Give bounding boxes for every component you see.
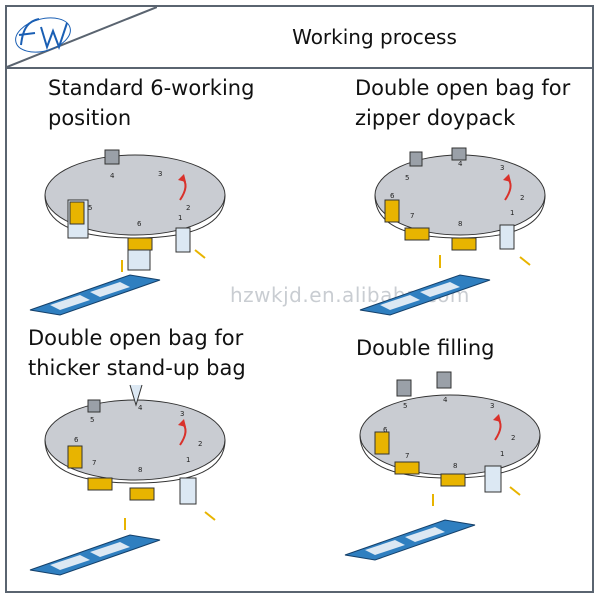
station-number: 2 bbox=[511, 434, 515, 442]
bag-station bbox=[179, 477, 197, 505]
station-number: 3 bbox=[180, 410, 184, 418]
gripper-block bbox=[451, 237, 477, 251]
station-number: 5 bbox=[90, 416, 94, 424]
station-number: 1 bbox=[510, 209, 514, 217]
bag-station bbox=[499, 224, 515, 250]
gripper-block bbox=[384, 199, 400, 223]
station-number: 2 bbox=[520, 194, 524, 202]
bag-station bbox=[127, 249, 151, 271]
discharge-conveyor bbox=[344, 519, 476, 561]
station-number: 7 bbox=[405, 452, 409, 460]
panel3-machine-diagram: 4 3 5 6 7 8 1 2 bbox=[29, 384, 226, 576]
gripper-block bbox=[67, 445, 83, 469]
bag-station bbox=[484, 465, 502, 493]
panel1-title: Standard 6-working position bbox=[48, 73, 254, 133]
gripper-block bbox=[127, 237, 153, 251]
station-number: 5 bbox=[403, 402, 407, 410]
bag-opener bbox=[129, 384, 143, 407]
station-number: 4 bbox=[443, 396, 448, 404]
station-number: 5 bbox=[88, 204, 92, 212]
feeder-hopper bbox=[451, 147, 467, 161]
panel4-title: Double filling bbox=[356, 333, 494, 363]
discharge-conveyor bbox=[29, 274, 161, 316]
feeder-hopper bbox=[409, 151, 423, 167]
feeder-hopper bbox=[436, 371, 452, 389]
panel3-title: Double open bag for thicker stand-up bag bbox=[28, 323, 246, 383]
gripper-block bbox=[404, 227, 430, 241]
station-number: 8 bbox=[138, 466, 142, 474]
station-number: 4 bbox=[458, 160, 463, 168]
gripper-block bbox=[440, 473, 466, 487]
station-number: 7 bbox=[410, 212, 414, 220]
station-number: 8 bbox=[458, 220, 462, 228]
feeder-hopper bbox=[87, 399, 101, 413]
in-arrow-icon bbox=[519, 256, 531, 266]
station-number: 1 bbox=[500, 450, 504, 458]
station-number: 6 bbox=[383, 426, 388, 434]
panel3-title-line2: thicker stand-up bag bbox=[28, 356, 246, 380]
feeder-hopper bbox=[104, 149, 120, 165]
station-number: 2 bbox=[186, 204, 190, 212]
station-number: 4 bbox=[138, 404, 143, 412]
panel4-machine-diagram: 4 3 5 6 7 8 1 2 bbox=[344, 371, 541, 561]
station-number: 3 bbox=[500, 164, 504, 172]
station-numbers: 4 3 5 6 7 8 1 2 bbox=[390, 160, 524, 228]
panel2-machine-diagram: 4 3 5 6 7 8 1 2 bbox=[359, 147, 546, 316]
panel2-title-line2: zipper doypack bbox=[355, 106, 516, 130]
station-number: 1 bbox=[178, 214, 182, 222]
gripper-block bbox=[87, 477, 113, 491]
turntable bbox=[374, 154, 546, 239]
gripper-block bbox=[69, 201, 85, 225]
page-title: Working process bbox=[292, 25, 457, 49]
gripper-block bbox=[394, 461, 420, 475]
station-number: 8 bbox=[453, 462, 457, 470]
in-arrow-icon bbox=[509, 486, 521, 496]
station-number: 7 bbox=[92, 459, 96, 467]
discharge-conveyor bbox=[359, 274, 491, 316]
panel3-title-line1: Double open bag for bbox=[28, 326, 244, 350]
station-number: 3 bbox=[158, 170, 162, 178]
station-number: 3 bbox=[490, 402, 494, 410]
station-number: 6 bbox=[74, 436, 79, 444]
station-number: 6 bbox=[390, 192, 395, 200]
feeder-hopper bbox=[396, 379, 412, 397]
station-numbers: 4 3 5 6 7 8 1 2 bbox=[74, 404, 202, 474]
station-number: 1 bbox=[186, 456, 190, 464]
header-bar: Working process bbox=[7, 7, 592, 69]
discharge-conveyor bbox=[29, 534, 161, 576]
station-number: 5 bbox=[405, 174, 409, 182]
panel1-machine-diagram: 4 3 5 6 1 2 bbox=[29, 149, 226, 316]
in-arrow-icon bbox=[204, 511, 216, 521]
gripper-block bbox=[374, 431, 390, 455]
panel4-title-line1: Double filling bbox=[356, 336, 495, 360]
station-numbers: 4 3 5 6 7 8 1 2 bbox=[383, 396, 515, 470]
station-number: 4 bbox=[110, 172, 115, 180]
panel1-title-line1: Standard 6-working bbox=[48, 76, 255, 100]
gripper-block bbox=[129, 487, 155, 501]
panel2-title-line1: Double open bag for bbox=[355, 76, 571, 100]
panel2-title: Double open bag for zipper doypack bbox=[355, 73, 570, 133]
company-logo bbox=[7, 7, 157, 67]
station-number: 6 bbox=[137, 220, 142, 228]
station-numbers: 4 3 5 6 1 2 bbox=[88, 170, 190, 228]
station-number: 2 bbox=[198, 440, 202, 448]
bag-station bbox=[175, 227, 191, 253]
in-arrow-icon bbox=[194, 249, 206, 259]
panel1-title-line2: position bbox=[48, 106, 132, 130]
